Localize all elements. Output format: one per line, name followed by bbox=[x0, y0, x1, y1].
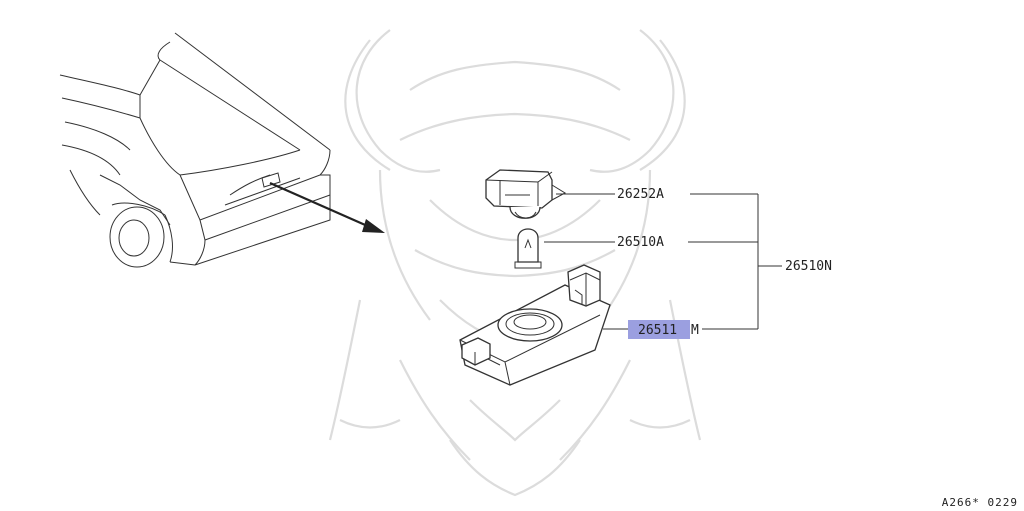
part-label-bulb[interactable]: 26510A bbox=[617, 235, 664, 250]
lamp-housing-part bbox=[459, 264, 611, 386]
leader-lines bbox=[544, 193, 782, 330]
part-label-socket[interactable]: 26252A bbox=[617, 187, 664, 202]
watermark-helmet bbox=[328, 29, 702, 497]
selected-part-highlight bbox=[628, 320, 690, 339]
part-label-housing[interactable]: 26511 bbox=[638, 323, 677, 338]
bulb-socket-part bbox=[485, 169, 567, 219]
location-arrow bbox=[269, 181, 385, 233]
bulb-part bbox=[514, 228, 542, 269]
part-label-assembly[interactable]: 26510N bbox=[785, 259, 832, 274]
diagram-reference-code: A266* 0229 bbox=[942, 496, 1018, 509]
part-label-housing-suffix[interactable]: M bbox=[691, 323, 699, 338]
vehicle-rear bbox=[59, 32, 331, 268]
